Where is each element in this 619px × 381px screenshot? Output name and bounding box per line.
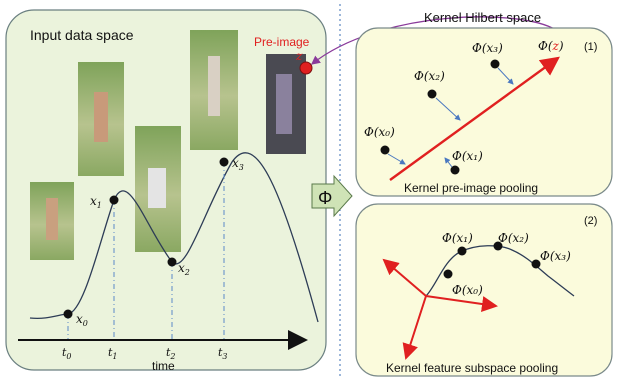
panel2-point-x0 [443, 269, 453, 279]
time-label: time [152, 359, 175, 373]
preimage-var: z [295, 49, 303, 63]
panel2-manifold-curve [425, 245, 575, 297]
point-x2 [167, 257, 177, 267]
panel1-point-x1 [450, 165, 460, 175]
preimage-link-arrow [310, 16, 557, 65]
panel1-label-x1: Φ(x₁) [452, 149, 483, 163]
panel1-label-x0: Φ(x₀) [364, 125, 395, 139]
panel2-caption: Kernel feature subspace pooling [386, 361, 558, 375]
panel1-label-x3: Φ(x₃) [472, 41, 503, 55]
frame-photo-1 [78, 62, 124, 176]
panel1-number: (1) [584, 41, 597, 53]
panel2-number: (2) [584, 215, 597, 227]
phi-map-arrow: Φ [311, 174, 353, 218]
tick-t0: t0 [62, 346, 72, 361]
right-header: Kernel Hilbert space [424, 10, 541, 25]
panel2-label-x1: Φ(x₁) [442, 231, 473, 245]
label-x3: x3 [232, 156, 244, 172]
panel2-label-x2: Φ(x₂) [498, 231, 529, 245]
frame-photo-0 [30, 182, 74, 260]
panel2-point-x3 [531, 259, 541, 269]
tick-t1: t1 [108, 346, 118, 361]
point-x1 [109, 195, 119, 205]
panel2-subspace-axes [382, 258, 498, 360]
point-x0 [63, 309, 73, 319]
panel2-point-x2 [493, 241, 503, 251]
panel1-projection-arrows [387, 67, 514, 168]
panel1-red-line [389, 56, 560, 181]
frame-photo-3 [190, 30, 238, 150]
label-x1: x1 [90, 194, 102, 210]
panel1-label-x2: Φ(x₂) [414, 69, 445, 83]
preimage-label: Pre-image [254, 35, 310, 49]
panel1-label-z: Φ(z) [538, 39, 564, 53]
point-x3 [219, 157, 229, 167]
label-x2: x2 [178, 261, 190, 277]
tick-t2: t2 [166, 346, 176, 361]
panel-subspace-pooling [355, 203, 613, 377]
panel2-label-x3: Φ(x₃) [540, 249, 571, 263]
preimage-point [299, 61, 313, 75]
panel1-point-x0 [380, 145, 390, 155]
tick-t3: t3 [218, 346, 228, 361]
panel1-caption: Kernel pre-image pooling [404, 181, 538, 195]
panel2-point-x1 [457, 246, 467, 256]
frame-photo-2 [135, 126, 181, 252]
panel1-point-x2 [427, 89, 437, 99]
phi-symbol: Φ [318, 188, 332, 208]
preimage-photo [266, 54, 306, 154]
panel2-label-x0: Φ(x₀) [452, 283, 483, 297]
panel1-point-x3 [490, 59, 500, 69]
input-space-title: Input data space [30, 27, 134, 43]
label-x0: x0 [76, 312, 88, 328]
